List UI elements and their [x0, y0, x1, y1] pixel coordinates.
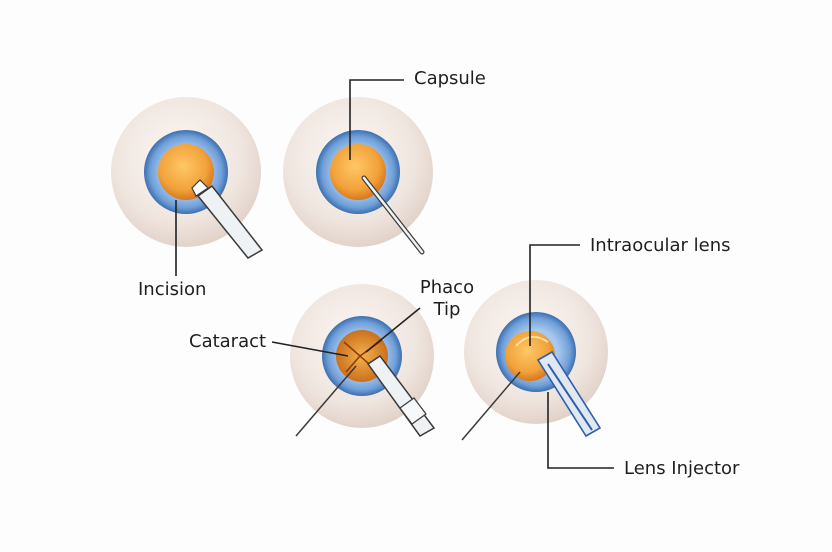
scalpel-icon: [191, 179, 264, 259]
capsulotomy-needle-icon: [361, 175, 425, 255]
cataract-leader-line: [271, 341, 349, 357]
label-phaco-tip-line1: Phaco: [419, 277, 475, 298]
label-intraocular-lens: Intraocular lens: [590, 235, 731, 256]
lens-injector-icon: [536, 350, 602, 438]
chopper-instrument: [295, 365, 357, 437]
label-capsule: Capsule: [414, 68, 486, 89]
label-phaco-tip: Phaco Tip: [414, 277, 480, 321]
label-incision: Incision: [138, 279, 207, 300]
eye-iol-step: [461, 280, 608, 441]
label-lens-injector: Lens Injector: [624, 458, 740, 479]
phaco-tip-leader-line: [365, 307, 421, 353]
eye-phaco-step: [290, 284, 436, 437]
label-phaco-tip-line2: Tip: [433, 299, 461, 320]
capsule-leader-line: [349, 79, 404, 160]
intraocular-lens-leader-line: [529, 244, 580, 346]
phaco-handpiece-icon: [366, 354, 436, 437]
label-cataract: Cataract: [189, 331, 267, 352]
second-instrument: [461, 371, 521, 441]
lens-haptic: [515, 335, 549, 347]
eye-incision-step: [111, 97, 264, 259]
eye-capsule-step: [283, 97, 433, 255]
lens-injector-leader-line: [547, 392, 614, 469]
